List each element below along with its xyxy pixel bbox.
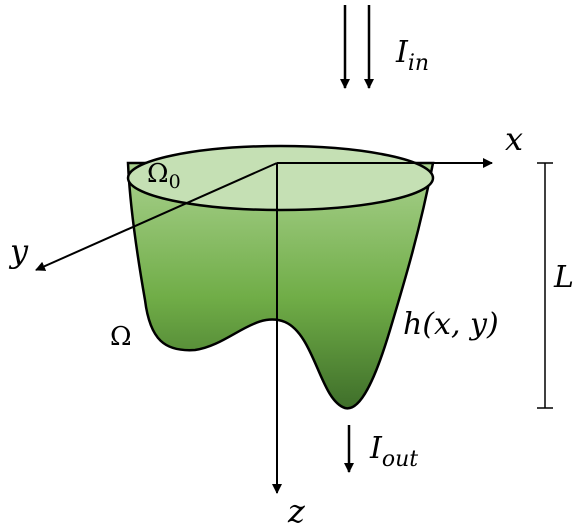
height-function-label: h(x, y) — [403, 307, 499, 342]
i-out-label: Iout — [369, 431, 418, 472]
omega-label: Ω — [110, 322, 132, 352]
coordinate-axes — [35, 158, 493, 494]
z-axis-label: z — [287, 492, 306, 527]
length-label: L — [553, 260, 573, 295]
volume-body — [126, 161, 435, 410]
length-dimension — [537, 162, 553, 409]
omega-0-label: Ω0 — [147, 159, 181, 193]
y-axis-label: y — [8, 232, 29, 270]
incoming-flux-arrows — [340, 5, 374, 89]
x-axis-label: x — [505, 120, 523, 158]
i-in-label: Iin — [395, 35, 429, 76]
y-axis — [35, 162, 278, 271]
